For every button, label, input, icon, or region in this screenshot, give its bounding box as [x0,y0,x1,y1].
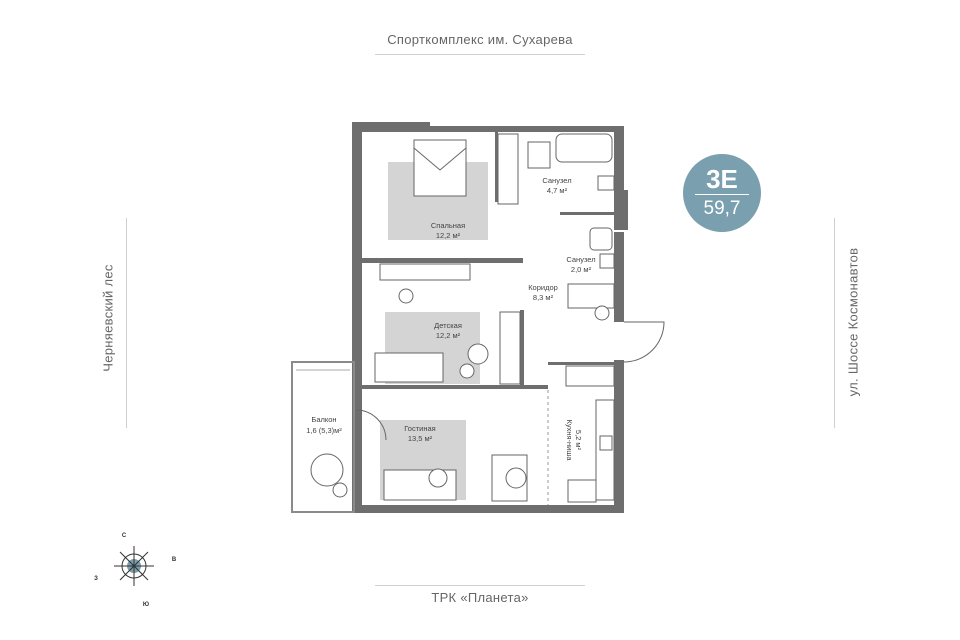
room-name-bath2: Санузел [566,255,595,264]
wardrobes [497,133,615,387]
divider-left [126,218,127,428]
entrance-door [623,321,665,363]
room-area-balcony: 1,6 (5,3)м² [306,426,342,435]
room-name-corridor: Коридор [528,283,558,292]
compass-south: Ю [143,602,149,608]
room-name-living: Гостиная [404,424,435,433]
room-area-bedroom: 12,2 м² [436,231,461,240]
apartment-type: 3E [706,164,738,194]
living-furniture [355,409,528,502]
compass-north: С [122,533,127,539]
kitchen-units [567,399,615,503]
context-label-top: Спорткомплекс им. Сухарева [387,32,573,47]
divider-top [375,54,585,55]
room-name-balcony: Балкон [311,415,336,424]
balcony-outline [291,361,355,513]
balcony-furniture [310,453,348,498]
room-area-kitchen: 5,2 м² [574,430,583,451]
room-area-bath2: 2,0 м² [571,265,592,274]
room-area-corridor: 8,3 м² [533,293,554,302]
context-label-bottom: ТРК «Планета» [431,590,529,605]
badge-divider [695,194,749,195]
compass-west: З [94,576,98,582]
bath-fixtures [527,133,615,321]
divider-right [834,218,835,428]
room-area-kids: 12,2 м² [436,331,461,340]
room-name-kids: Детская [434,321,462,330]
room-name-bath1: Санузел [542,176,571,185]
room-area-living: 13,5 м² [408,434,433,443]
room-name-bedroom: Спальная [431,221,465,230]
walls [352,122,628,513]
compass-rose [114,546,154,586]
apartment-area: 59,7 [703,198,741,219]
divider-bottom [375,585,585,586]
kids-furniture [374,263,489,383]
room-name-kitchen: Кухня-ниша [565,419,574,461]
apartment-badge: 3E 59,7 [683,154,761,232]
room-area-bath1: 4,7 м² [547,186,568,195]
double-bed [413,139,467,197]
compass-east: В [172,557,177,563]
